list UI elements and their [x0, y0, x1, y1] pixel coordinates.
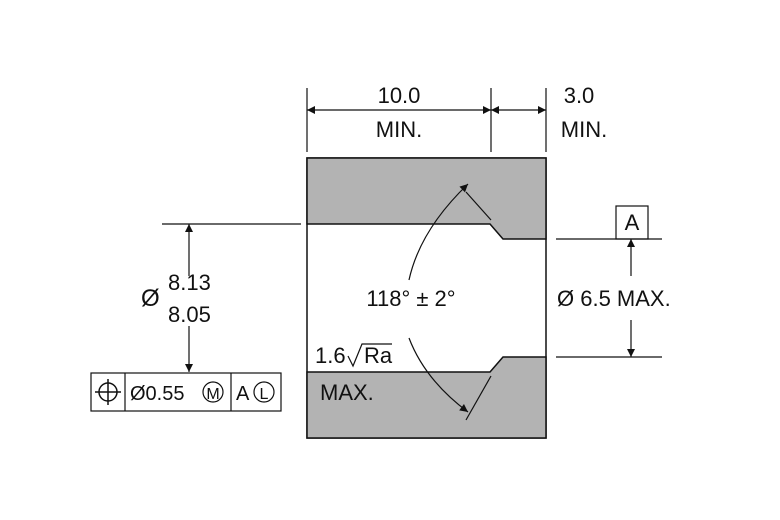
- lmc-modifier-icon: L: [253, 381, 275, 403]
- finish-value: 1.6: [315, 343, 346, 368]
- outer-diameter-dimension: Ø 8.13 8.05: [141, 223, 301, 372]
- angle-label: 118° ± 2°: [366, 286, 455, 311]
- dia-upper: 8.13: [168, 270, 211, 295]
- svg-text:M: M: [206, 386, 219, 403]
- step-value: 3.0: [564, 83, 595, 108]
- fcf-tolerance: Ø0.55: [130, 383, 184, 405]
- length-value: 10.0: [378, 83, 421, 108]
- finish-note: MAX.: [320, 380, 374, 405]
- length-dimension: 10.0 MIN. 3.0 MIN.: [306, 83, 607, 152]
- finish-symbol-icon: [347, 343, 392, 368]
- angle-dimension: 118° ± 2°: [366, 183, 492, 421]
- fcf-datum-ref: A: [236, 383, 250, 405]
- bore-dimension: Ø 6.5 MAX.: [556, 238, 671, 358]
- svg-text:L: L: [260, 386, 269, 403]
- datum-letter: A: [625, 210, 640, 235]
- upper-wall: [306, 157, 547, 240]
- dia-lower: 8.05: [168, 302, 211, 327]
- lower-wall: [306, 356, 547, 439]
- dia-symbol: Ø: [141, 285, 160, 312]
- surface-finish: 1.6 Ra MAX.: [315, 343, 393, 405]
- length-note: MIN.: [376, 117, 422, 142]
- position-icon: [95, 379, 121, 405]
- part-section: [306, 157, 547, 439]
- feature-control-frame: Ø0.55 M A L: [90, 372, 282, 412]
- datum-a-box: A: [615, 205, 649, 240]
- step-note: MIN.: [561, 117, 607, 142]
- finish-param: Ra: [364, 343, 393, 368]
- mmc-modifier-icon: M: [202, 381, 224, 403]
- bore-label: Ø 6.5 MAX.: [557, 286, 671, 311]
